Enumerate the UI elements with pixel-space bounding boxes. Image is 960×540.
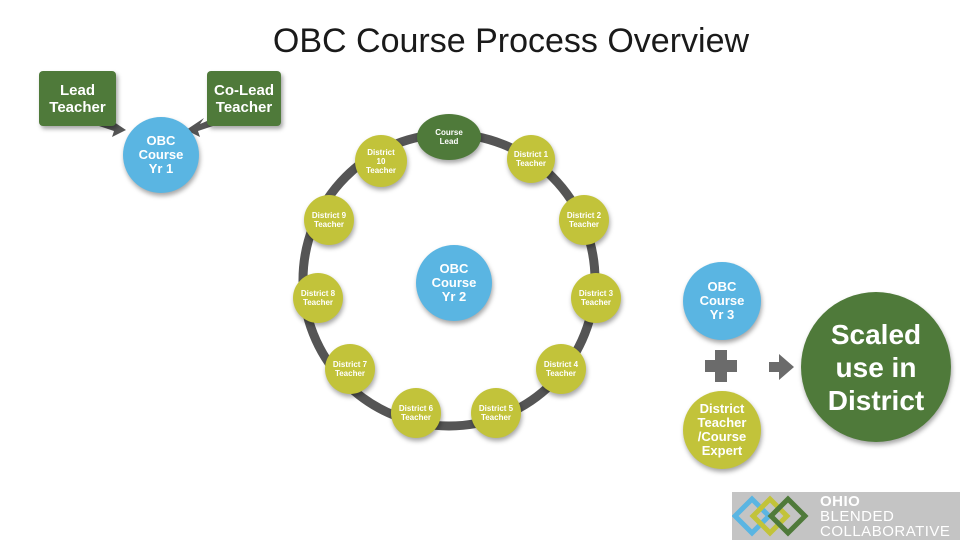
scaled-use-label: Scaled use in District xyxy=(827,318,925,416)
ring-node-label: District 5 Teacher xyxy=(478,404,514,422)
page-title: OBC Course Process Overview xyxy=(272,22,750,60)
district-expert-circle: District Teacher /Course Expert xyxy=(683,391,761,469)
ring-node-label: District 1 Teacher xyxy=(513,150,549,168)
logo-line-1: OHIO xyxy=(820,493,861,510)
ring-node-district-2: District 2 Teacher xyxy=(559,195,609,245)
ring-node-district-10: District 10 Teacher xyxy=(355,135,407,187)
colead-teacher-box: Co-Lead Teacher xyxy=(207,71,281,126)
right-arrow-icon xyxy=(769,354,794,380)
ohio-blended-collaborative-logo: OHIO BLENDED COLLABORATIVE xyxy=(732,492,960,540)
ring-node-label: District 4 Teacher xyxy=(543,360,579,378)
district-expert-label: District Teacher /Course Expert xyxy=(697,401,747,458)
logo-mark-icon xyxy=(732,495,809,537)
scaled-use-circle: Scaled use in District xyxy=(801,292,951,442)
ring-node-district-4: District 4 Teacher xyxy=(536,344,586,394)
logo-line-3: COLLABORATIVE xyxy=(820,523,951,540)
course-year3-label: OBC Course Yr 3 xyxy=(699,279,745,322)
logo-text: OHIO BLENDED COLLABORATIVE xyxy=(820,494,950,539)
logo-line-2: BLENDED xyxy=(820,508,895,525)
ring-node-label: District 2 Teacher xyxy=(566,211,602,229)
course-year3-circle: OBC Course Yr 3 xyxy=(683,262,761,340)
ring-node-label: District 3 Teacher xyxy=(578,289,614,307)
ring-node-label: District 7 Teacher xyxy=(332,360,368,378)
ring-node-district-9: District 9 Teacher xyxy=(304,195,354,245)
ring-node-district-3: District 3 Teacher xyxy=(571,273,621,323)
lead-teacher-label: Lead Teacher xyxy=(49,81,106,116)
plus-icon xyxy=(705,350,737,382)
ring-node-district-8: District 8 Teacher xyxy=(293,273,343,323)
course-year2-label: OBC Course Yr 2 xyxy=(431,261,477,304)
lead-teacher-box: Lead Teacher xyxy=(39,71,116,126)
ring-node-label: Course Lead xyxy=(435,128,463,146)
ring-node-label: District 6 Teacher xyxy=(398,404,434,422)
colead-teacher-label: Co-Lead Teacher xyxy=(214,81,274,116)
ring-node-district-6: District 6 Teacher xyxy=(391,388,441,438)
ring-node-district-5: District 5 Teacher xyxy=(471,388,521,438)
ring-node-label: District 10 Teacher xyxy=(365,147,397,175)
course-year1-label: OBC Course Yr 1 xyxy=(138,133,184,176)
course-year1-circle: OBC Course Yr 1 xyxy=(123,117,199,193)
course-year2-circle: OBC Course Yr 2 xyxy=(416,245,492,321)
ring-node-label: District 9 Teacher xyxy=(311,211,347,229)
ring-node-district-7: District 7 Teacher xyxy=(325,344,375,394)
ring-node-course-lead: Course Lead xyxy=(417,114,481,160)
ring-node-label: District 8 Teacher xyxy=(300,289,336,307)
ring-node-district-1: District 1 Teacher xyxy=(507,135,555,183)
